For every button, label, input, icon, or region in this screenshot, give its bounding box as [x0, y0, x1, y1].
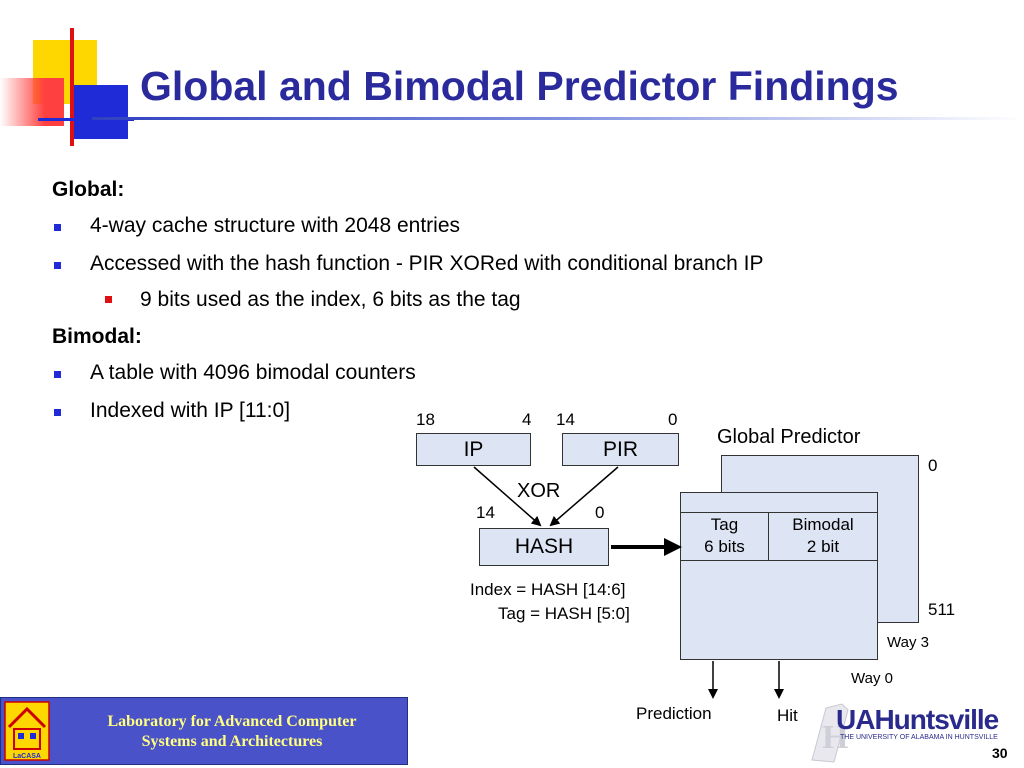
footer-bar: LaCASA Laboratory for Advanced Computer … — [0, 697, 408, 765]
tag-cell-title: Tag — [710, 515, 739, 534]
decor-blue-square — [70, 85, 128, 139]
global-item-2: Accessed with the hash function - PIR XO… — [90, 252, 764, 275]
bullet-marker — [54, 371, 61, 378]
pir-to-hash-arrow — [549, 466, 619, 527]
svg-text:H: H — [822, 719, 848, 756]
table-row-divider — [681, 512, 877, 513]
bimodal-cell-title: Bimodal — [792, 515, 854, 534]
decor-vertical-line — [70, 28, 74, 146]
tag-cell-size: 6 bits — [704, 537, 745, 556]
global-item-2-sub: 9 bits used as the index, 6 bits as the … — [140, 288, 521, 311]
bimodal-item-2: Indexed with IP [11:0] — [90, 399, 291, 422]
table-row-divider — [681, 560, 877, 561]
uah-logo-subtitle: THE UNIVERSITY OF ALABAMA IN HUNTSVILLE — [840, 734, 998, 741]
ip-low-bit: 4 — [522, 410, 532, 429]
bimodal-item-1: A table with 4096 bimodal counters — [90, 361, 416, 384]
table-column-divider — [768, 512, 769, 560]
ip-register-box: IP — [416, 433, 531, 466]
bimodal-cell: Bimodal 2 bit — [769, 514, 877, 558]
pir-low-bit: 0 — [668, 410, 678, 429]
global-heading: Global: — [52, 178, 125, 201]
slide-title: Global and Bimodal Predictor Findings — [140, 63, 899, 109]
first-row-index: 0 — [928, 456, 938, 475]
lab-name-line-1: Laboratory for Advanced Computer — [107, 713, 357, 730]
bullet-marker — [54, 224, 61, 231]
ip-high-bit: 18 — [416, 410, 435, 429]
lacasa-logo: LaCASA — [4, 701, 50, 761]
bullet-marker — [54, 262, 61, 269]
way-0-label: Way 0 — [851, 670, 893, 687]
uah-logo: UAHuntsville — [836, 704, 999, 735]
pir-register-label: PIR — [602, 437, 638, 461]
bimodal-cell-size: 2 bit — [806, 537, 840, 556]
way-0-table — [680, 492, 878, 660]
hash-high-bit: 14 — [476, 503, 495, 522]
hash-low-bit: 0 — [595, 503, 605, 522]
prediction-label: Prediction — [636, 704, 712, 723]
hit-label: Hit — [777, 706, 798, 725]
way-3-label: Way 3 — [887, 634, 929, 651]
page-number: 30 — [992, 745, 1008, 761]
hash-label: HASH — [514, 535, 574, 558]
global-item-1: 4-way cache structure with 2048 entries — [90, 214, 461, 237]
hash-box: HASH — [479, 528, 609, 566]
sub-bullet-marker — [105, 296, 112, 303]
last-row-index: 511 — [928, 600, 956, 619]
lab-name-line-2: Systems and Architectures — [141, 733, 323, 750]
title-rule — [92, 117, 1022, 120]
pir-high-bit: 14 — [556, 410, 575, 429]
xor-label: XOR — [517, 480, 561, 502]
tag-cell: Tag 6 bits — [681, 514, 768, 558]
uah-seal-icon: H — [811, 703, 849, 763]
pir-register-box: PIR — [562, 433, 679, 466]
lab-name: Laboratory for Advanced Computer Systems… — [67, 712, 397, 752]
decor-horizontal-line — [38, 118, 134, 121]
ip-register-label: IP — [463, 437, 484, 461]
index-equation: Index = HASH [14:6] — [470, 580, 626, 599]
tag-equation: Tag = HASH [5:0] — [498, 604, 630, 623]
lacasa-logo-text: LaCASA — [13, 753, 41, 760]
bullet-marker — [54, 409, 61, 416]
global-predictor-label: Global Predictor — [717, 426, 861, 448]
bimodal-heading: Bimodal: — [52, 325, 142, 348]
ip-to-hash-arrow — [473, 466, 542, 527]
